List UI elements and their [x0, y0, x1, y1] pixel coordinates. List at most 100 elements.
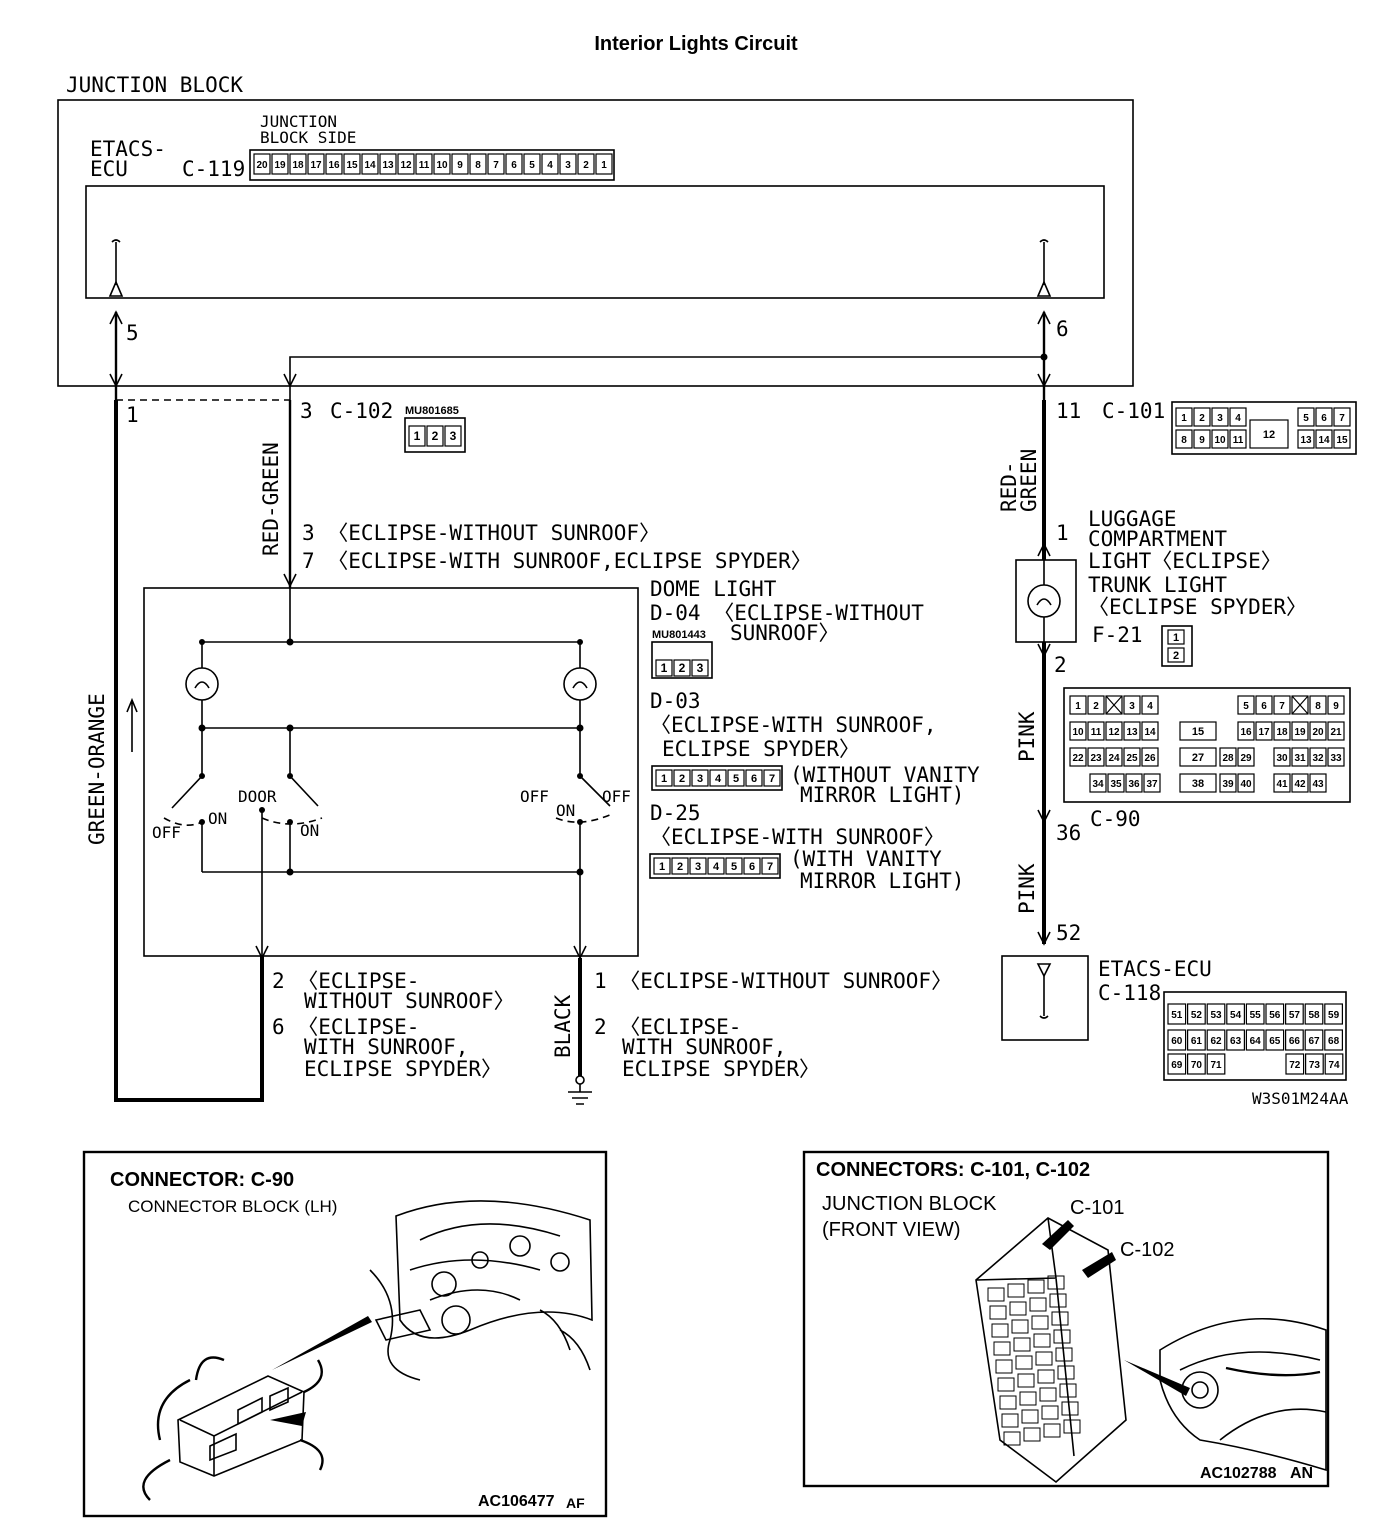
luggage-line-2: COMPARTMENT	[1088, 527, 1227, 551]
c101-cell	[1315, 407, 1333, 427]
c90-connector-id: C-90	[1090, 807, 1141, 831]
c119-cell	[379, 153, 397, 175]
d03-vanity-2: MIRROR LIGHT)	[800, 783, 964, 807]
figure-code: W3S01M24AA	[1252, 1089, 1349, 1108]
luggage-pin-2: 2	[1054, 653, 1067, 677]
c90-cell	[1291, 695, 1309, 715]
d25-cell	[653, 857, 671, 875]
c119-pin-label: 6	[511, 160, 517, 171]
d03-pin-label: 3	[697, 773, 703, 785]
c118-cell	[1167, 1053, 1187, 1075]
c119-cell	[559, 153, 577, 175]
jb-pin-6: 6	[1056, 317, 1069, 341]
c90-cell	[1273, 773, 1291, 793]
d03-cell	[763, 769, 781, 787]
fuse-slot	[1055, 1347, 1073, 1362]
c101-cell	[1229, 407, 1247, 427]
c90-cell	[1123, 747, 1141, 767]
arrow-down-luggage	[1037, 643, 1051, 658]
c118-cell	[1226, 1003, 1246, 1025]
panel-c101-callout-1: C-101	[1070, 1197, 1124, 1219]
d25-cell	[671, 857, 689, 875]
c119-cell	[325, 153, 343, 175]
fuse-slot	[1001, 1413, 1019, 1428]
c90-pin-label: 21	[1330, 727, 1342, 738]
fuse-slot	[1053, 1329, 1071, 1344]
c101-pin-label: 6	[1321, 413, 1327, 424]
luggage-line-3: LIGHT〈ECLIPSE〉	[1088, 549, 1282, 573]
d03-pin-label: 7	[769, 773, 775, 785]
c119-cell	[595, 153, 613, 175]
panel-c101-subtitle-2: (FRONT VIEW)	[822, 1219, 961, 1241]
c119-pin-label: 15	[346, 160, 358, 171]
d25-pin-label: 6	[749, 861, 755, 873]
c101-pin-label: 10	[1214, 435, 1226, 446]
c119-cell	[487, 153, 505, 175]
luggage-light-outline	[1015, 559, 1077, 643]
c119-pin-label: 4	[547, 160, 553, 171]
c119-cell	[307, 153, 325, 175]
wire-label-black: BLACK	[551, 994, 575, 1058]
dome-bottom-right-3: WITH SUNROOF,	[622, 1035, 786, 1059]
fuse-slot	[1041, 1405, 1059, 1420]
c90-cell	[1069, 695, 1087, 715]
c119-cell	[271, 153, 289, 175]
c118-pin-label: 74	[1328, 1060, 1340, 1071]
panel-c90-title: CONNECTOR: C-90	[110, 1169, 294, 1191]
luggage-line-5: 〈ECLIPSE SPYDER〉	[1088, 595, 1307, 619]
c101-pin-label: 12	[1263, 429, 1275, 441]
fuse-slot	[1013, 1337, 1031, 1352]
junction-block-label: JUNCTION BLOCK	[66, 73, 243, 97]
d03-pin-label: 4	[715, 773, 722, 785]
c101-pin-label: 13	[1300, 435, 1312, 446]
c118-pin-label: 69	[1171, 1060, 1183, 1071]
c119-pin-label: 2	[583, 160, 589, 171]
c90-pin-label: 28	[1222, 753, 1234, 764]
terminal-symbol-left	[108, 239, 124, 297]
c102-cell	[426, 425, 444, 447]
dome-bottom-right-1: 1 〈ECLIPSE-WITHOUT SUNROOF〉	[594, 969, 952, 993]
d04-label-2: SUNROOF〉	[730, 621, 840, 645]
c90-pin-label: 41	[1276, 779, 1288, 790]
c101-pin-label: 1	[1181, 413, 1187, 424]
c118-pin-label: 61	[1191, 1036, 1203, 1047]
switch-left	[163, 728, 205, 872]
d04-cell	[655, 659, 673, 677]
c90-cell	[1327, 747, 1345, 767]
d03-cell	[745, 769, 763, 787]
c90-pin-label: 17	[1258, 727, 1270, 738]
d04-label-1: D-04 〈ECLIPSE-WITHOUT	[650, 601, 924, 625]
c118-cell	[1186, 1029, 1206, 1051]
c101-cell	[1297, 429, 1315, 449]
c90-pin-label: 30	[1276, 753, 1288, 764]
c90-cell	[1105, 721, 1123, 741]
dome-bottom-left-4: WITH SUNROOF,	[304, 1035, 468, 1059]
c90-cell	[1237, 747, 1255, 767]
d25-cell	[743, 857, 761, 875]
etacs-ecu-label-2: ECU	[90, 157, 128, 181]
connector-block-lh-illustration	[142, 1200, 593, 1501]
c90-pin-label: 39	[1222, 779, 1234, 790]
d25-pin-label: 3	[695, 861, 701, 873]
c101-pin-label: 15	[1336, 435, 1348, 446]
c119-cell	[469, 153, 487, 175]
wire-label-red-green-right-2: GREEN	[1017, 449, 1041, 512]
c118-pin-52: 52	[1056, 921, 1081, 945]
c90-cell	[1089, 773, 1107, 793]
c118-pin-label: 72	[1289, 1060, 1301, 1071]
c90-pin-label: 9	[1333, 701, 1339, 712]
arrow-down-ecu	[1037, 931, 1051, 946]
f21-cell	[1167, 647, 1185, 663]
c119-cell	[577, 153, 595, 175]
d03-note-1: 〈ECLIPSE-WITH SUNROOF,	[650, 713, 937, 737]
c90-pin-label: 26	[1144, 753, 1156, 764]
c90-pin-label: 7	[1279, 701, 1285, 712]
c90-cell	[1105, 747, 1123, 767]
ecu-terminal-symbol	[1036, 963, 1052, 1019]
c101-cell	[1333, 407, 1351, 427]
c90-pin-label: 4	[1147, 701, 1153, 712]
dome-top-bus	[202, 588, 580, 643]
c119-cell	[343, 153, 361, 175]
